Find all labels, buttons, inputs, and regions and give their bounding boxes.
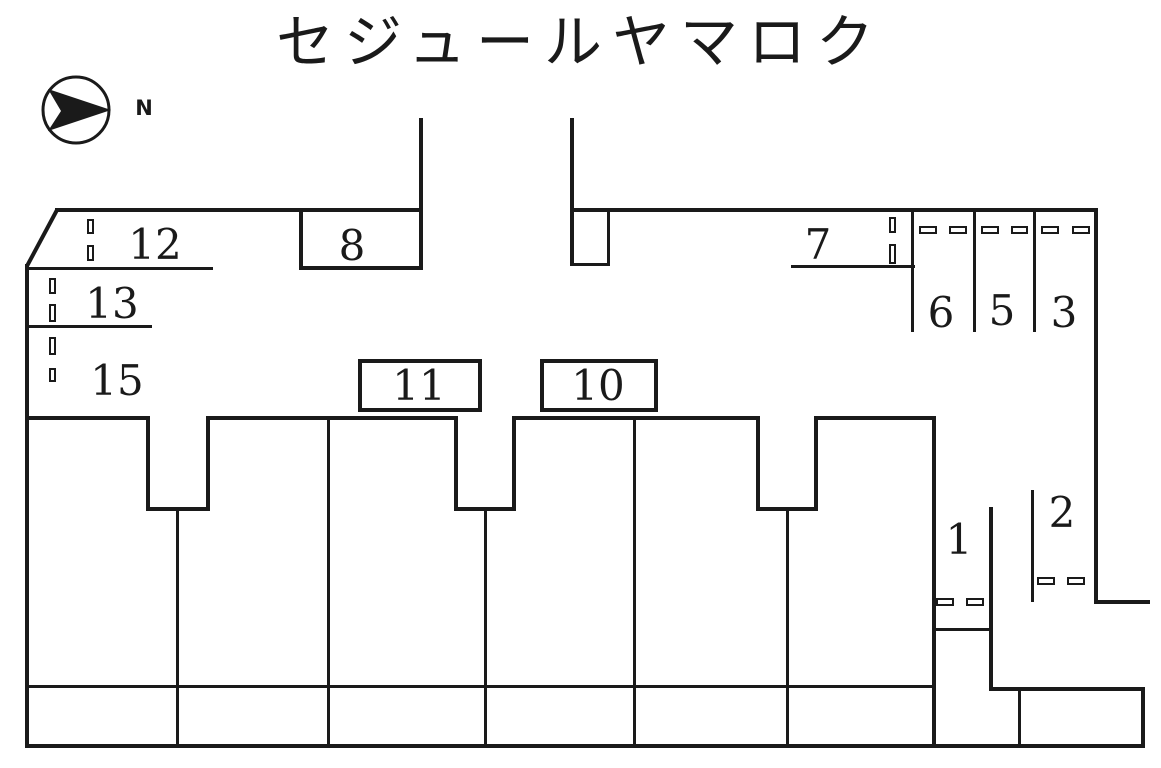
space-label-8: 8	[338, 221, 366, 270]
space-2-dash-1	[1037, 577, 1055, 585]
space-label-10: 10	[571, 361, 625, 410]
building-top-4	[818, 416, 936, 420]
building-unit-divider-1	[176, 507, 179, 748]
space-label-11: 11	[392, 361, 446, 410]
lot-boundary-bottom	[25, 744, 1145, 748]
southeast-step-right	[1141, 687, 1145, 748]
space-2-dash-2	[1067, 577, 1085, 585]
space-8-left	[299, 208, 303, 270]
space-label-12: 12	[128, 220, 182, 269]
space-label-1: 1	[945, 515, 973, 564]
space-label-13: 13	[85, 279, 139, 328]
space-label-2: 2	[1048, 488, 1076, 537]
building-notch-1-left	[146, 416, 150, 511]
space-12-tick-1	[87, 219, 94, 234]
building-notch-3-right	[814, 416, 818, 511]
north-driveway-west-line	[419, 118, 423, 212]
utility-box-bottom	[570, 263, 610, 266]
space-1-bottom	[932, 628, 992, 631]
building-notch-2-right	[512, 416, 516, 511]
space-15-tick-1	[49, 337, 56, 355]
space-8-bottom	[299, 266, 423, 270]
lot-boundary-left	[25, 264, 29, 748]
building-unit-divider-3	[484, 507, 487, 748]
space-15-tick-2	[49, 368, 56, 382]
building-unit-divider-5	[786, 507, 789, 748]
space-label-6: 6	[927, 288, 955, 337]
southeast-step-divider	[1018, 687, 1021, 747]
lot-boundary-right-jog	[1094, 600, 1150, 604]
building-notch-3-left	[756, 416, 760, 511]
space-12-13-divider	[27, 267, 213, 270]
space-3-dash-2	[1072, 226, 1090, 234]
space-6-dash-1	[919, 226, 937, 234]
building-top-1	[25, 416, 146, 420]
space-5-3-divider	[1033, 208, 1036, 332]
space-label-5: 5	[988, 286, 1016, 335]
compass-arrow-icon	[48, 89, 111, 131]
space-10-box	[540, 359, 658, 412]
space-1-right	[989, 507, 993, 691]
lot-boundary-top-east	[570, 208, 1098, 212]
space-12-tick-2	[87, 245, 94, 261]
space-13-tick-2	[49, 304, 56, 322]
space-5-dash-2	[1011, 226, 1028, 234]
building-top-3	[516, 416, 756, 420]
space-1-dash-1	[936, 598, 954, 606]
lot-boundary-right	[1094, 208, 1098, 604]
space-13-15-divider	[25, 325, 152, 328]
space-3-dash-1	[1041, 226, 1059, 234]
space-7-tick-2	[889, 244, 896, 264]
space-label-15: 15	[90, 356, 144, 405]
space-2-left	[1031, 490, 1034, 602]
southeast-step-top	[989, 687, 1145, 691]
space-6-dash-2	[949, 226, 967, 234]
space-8-right	[419, 208, 423, 270]
space-5-dash-1	[981, 226, 999, 234]
utility-box-right	[607, 208, 610, 266]
building-unit-divider-2	[327, 416, 330, 748]
space-1-dash-2	[966, 598, 984, 606]
compass-circle-icon	[41, 75, 111, 145]
compass-north-label: N	[135, 96, 153, 120]
north-driveway-east-line	[570, 118, 574, 266]
space-label-3: 3	[1050, 288, 1078, 337]
building-unit-divider-4	[633, 416, 636, 748]
building-notch-1-right	[206, 416, 210, 511]
building-notch-2-left	[454, 416, 458, 511]
space-11-box	[358, 359, 482, 412]
space-7-6-divider	[911, 208, 914, 332]
building-right	[932, 416, 936, 748]
space-13-tick-1	[49, 278, 56, 294]
lot-boundary-northwest-diagonal	[25, 209, 59, 267]
space-7-tick-1	[889, 217, 896, 233]
space-6-5-divider	[973, 208, 976, 332]
plan-title: セジュールヤマロク	[276, 8, 884, 76]
building-top-2	[210, 416, 454, 420]
building-gallery-line	[25, 685, 936, 688]
space-label-7: 7	[804, 220, 832, 269]
lot-boundary-top-west	[55, 208, 421, 212]
space-7-bottom	[791, 265, 915, 268]
